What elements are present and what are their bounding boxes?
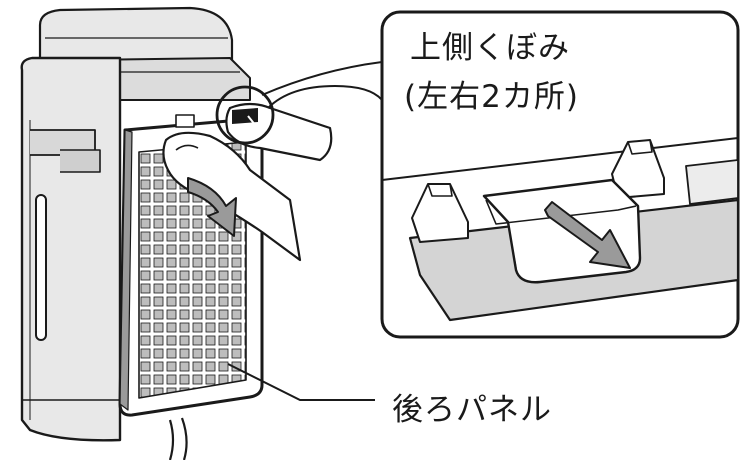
back-panel-label: 後ろパネル xyxy=(392,392,552,428)
back-panel-leader xyxy=(227,363,375,401)
zoom-circle xyxy=(215,61,383,145)
air-purifier-body xyxy=(20,6,251,442)
power-cord xyxy=(168,417,188,460)
detail-label-recess: 上側くぼみ xyxy=(410,30,570,66)
detail-label-both-sides: (左右2カ所) xyxy=(404,79,579,115)
tilt-arrow xyxy=(187,177,237,237)
pull-arrow xyxy=(544,201,631,269)
detail-inset xyxy=(380,10,740,339)
